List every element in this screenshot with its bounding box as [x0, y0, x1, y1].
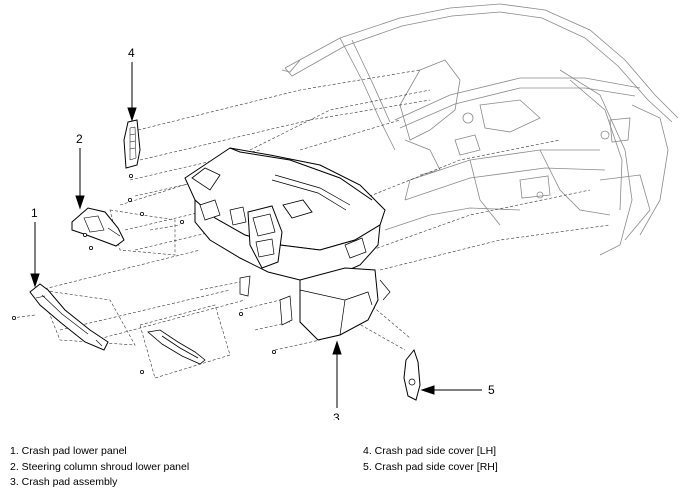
screw	[139, 211, 144, 216]
screw	[83, 232, 88, 237]
screw	[127, 197, 132, 202]
parts-legend-right: 4. Crash pad side cover [LH] 5. Crash pa…	[363, 444, 498, 475]
vehicle-body-frame	[281, 3, 679, 256]
lower-duct	[147, 329, 206, 365]
crash-pad-lower-panel	[29, 283, 109, 351]
legend-item: 1. Crash pad lower panel	[10, 445, 127, 457]
exploded-view-diagram: 4 2 1 3 5	[11, 3, 679, 420]
screw	[139, 369, 144, 374]
legend-item: 3. Crash pad assembly	[10, 476, 118, 488]
callout-4: 4	[128, 46, 135, 60]
screw	[11, 315, 16, 320]
crash-pad-side-cover-rh	[403, 348, 421, 401]
screws	[11, 173, 276, 374]
screw	[238, 311, 243, 316]
screw	[89, 245, 94, 250]
crash-pad-side-cover-lh	[123, 119, 141, 169]
callout-3: 3	[333, 411, 340, 420]
legend-item: 2. Steering column shroud lower panel	[10, 460, 190, 473]
screw	[179, 219, 184, 224]
steering-column-shroud-lower-panel	[71, 207, 125, 247]
parts-legend-left: 1. Crash pad lower panel 2. Steering col…	[10, 444, 189, 491]
screw	[271, 349, 276, 354]
callout-1: 1	[31, 206, 38, 220]
callout-arrows	[30, 62, 482, 408]
legend-item: 5. Crash pad side cover [RH]	[363, 460, 498, 473]
screw	[128, 173, 133, 178]
legend-item: 4. Crash pad side cover [LH]	[363, 445, 497, 457]
crash-pad-assembly	[184, 147, 391, 341]
callout-2: 2	[76, 132, 83, 146]
callout-5: 5	[488, 383, 495, 397]
